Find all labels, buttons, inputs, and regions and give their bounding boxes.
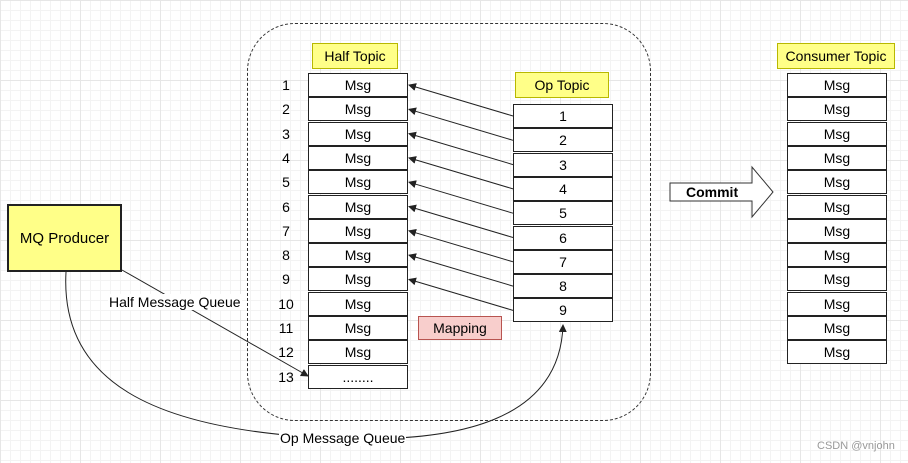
op-topic-cell: 8 bbox=[513, 274, 613, 299]
half-topic-row-number: 12 bbox=[278, 344, 294, 361]
half-topic-row-number: 9 bbox=[282, 271, 290, 288]
op-topic-cell: 3 bbox=[513, 152, 613, 177]
mq-producer: MQ Producer bbox=[7, 204, 122, 272]
half-topic-row-number: 5 bbox=[282, 174, 290, 191]
transaction-group bbox=[247, 23, 651, 421]
half-topic-row-number: 6 bbox=[282, 198, 290, 215]
mq-producer-label: MQ Producer bbox=[19, 229, 110, 247]
half-topic-row-number: 4 bbox=[282, 149, 290, 166]
half-topic-cell: Msg bbox=[308, 218, 408, 243]
mapping-arrow bbox=[408, 228, 514, 263]
mapping-label: Mapping bbox=[418, 316, 502, 340]
mapping-arrow bbox=[408, 83, 514, 117]
consumer-topic-cell: Msg bbox=[787, 291, 887, 316]
half-topic-row-number: 8 bbox=[282, 247, 290, 264]
consumer-topic-cell: Msg bbox=[787, 218, 887, 243]
half-topic-row-number: 2 bbox=[282, 101, 290, 118]
half-topic-cell: Msg bbox=[308, 267, 408, 292]
consumer-topic-cell: Msg bbox=[787, 97, 887, 122]
op-topic-cell: 9 bbox=[513, 298, 613, 323]
mapping-arrow bbox=[408, 204, 514, 238]
consumer-topic-title: Consumer Topic bbox=[777, 43, 895, 69]
half-topic-cell: Msg bbox=[308, 340, 408, 365]
half-topic-cell: Msg bbox=[308, 170, 408, 195]
op-topic-cell: 1 bbox=[513, 104, 613, 128]
consumer-topic-cell: Msg bbox=[787, 243, 887, 268]
op-message-queue-label: Op Message Queue bbox=[279, 430, 407, 446]
consumer-topic-cell: Msg bbox=[787, 267, 887, 292]
consumer-topic-cell: Msg bbox=[787, 145, 887, 170]
half-message-queue-label: Half Message Queue bbox=[108, 294, 242, 310]
mapping-arrow bbox=[408, 253, 514, 287]
consumer-topic-cell: Msg bbox=[787, 194, 887, 219]
mapping-arrow bbox=[408, 156, 514, 190]
consumer-topic-cell: Msg bbox=[787, 340, 887, 365]
op-topic-cell: 6 bbox=[513, 225, 613, 250]
half-topic-cell: Msg bbox=[308, 243, 408, 268]
half-topic-cell: Msg bbox=[308, 291, 408, 316]
commit-arrow bbox=[669, 165, 774, 219]
op-topic-cell: 4 bbox=[513, 176, 613, 201]
half-topic-row-number: 3 bbox=[282, 125, 290, 142]
half-topic-title: Half Topic bbox=[312, 43, 398, 69]
commit-label: Commit bbox=[686, 184, 739, 200]
half-topic-row-number: 11 bbox=[278, 320, 294, 336]
mapping-arrows bbox=[408, 83, 514, 311]
mapping-arrow bbox=[408, 277, 514, 311]
half-topic-cell: Msg bbox=[308, 316, 408, 340]
watermark: CSDN @vnjohn bbox=[817, 440, 895, 452]
half-topic-row-number: 10 bbox=[278, 295, 294, 312]
mapping-arrow bbox=[408, 107, 514, 141]
half-topic-cell: Msg bbox=[308, 145, 408, 170]
half-topic-row-number: 1 bbox=[282, 77, 290, 93]
consumer-topic-cell: Msg bbox=[787, 121, 887, 146]
op-topic-title: Op Topic bbox=[515, 72, 609, 98]
half-message-queue-edge bbox=[121, 269, 309, 377]
op-topic-cell: 7 bbox=[513, 249, 613, 274]
half-topic-cell: Msg bbox=[308, 194, 408, 219]
op-topic-cell: 5 bbox=[513, 201, 613, 226]
half-topic-cell: ........ bbox=[308, 364, 408, 389]
op-topic-cell: 2 bbox=[513, 128, 613, 153]
mapping-arrow bbox=[408, 180, 514, 214]
half-topic-cell: Msg bbox=[308, 97, 408, 122]
half-topic-row-number: 13 bbox=[278, 368, 294, 385]
mapping-arrow bbox=[408, 131, 514, 166]
half-topic-row-number: 7 bbox=[282, 222, 290, 239]
consumer-topic-cell: Msg bbox=[787, 316, 887, 340]
consumer-topic-cell: Msg bbox=[787, 170, 887, 195]
consumer-topic-cell: Msg bbox=[787, 73, 887, 97]
half-topic-cell: Msg bbox=[308, 73, 408, 97]
half-topic-cell: Msg bbox=[308, 121, 408, 146]
